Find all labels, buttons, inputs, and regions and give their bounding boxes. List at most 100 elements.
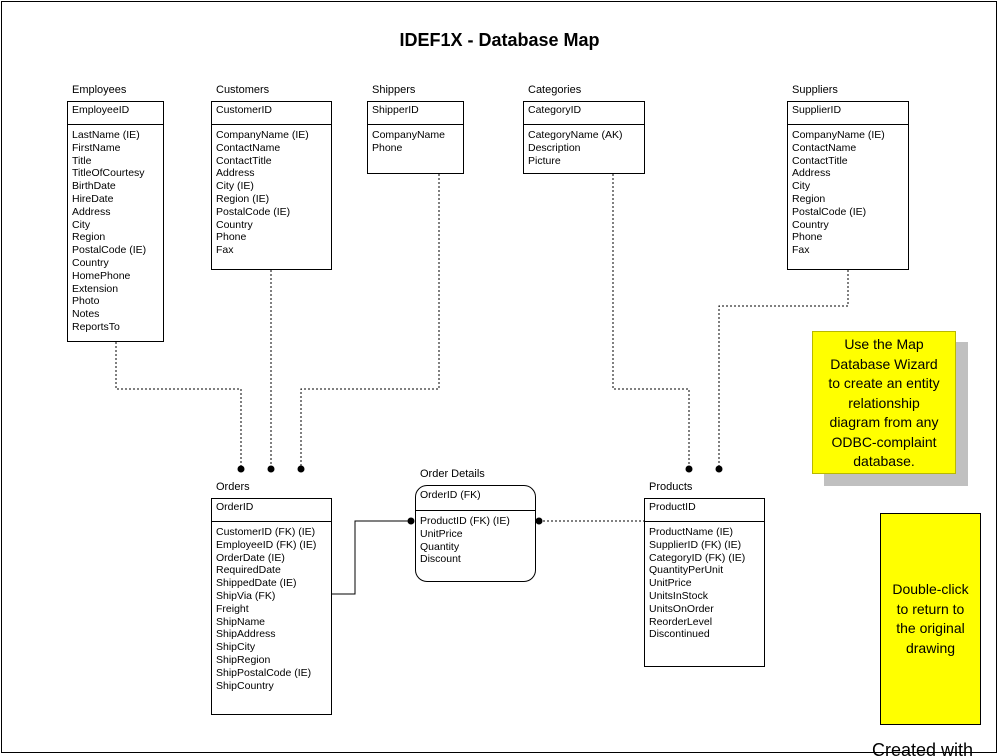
attribute: Address [216,167,255,180]
attribute-section: ProductName (IE) SupplierID (FK) (IE) Ca… [645,522,764,666]
key-attribute: ProductID [649,501,696,513]
wizard-note-line: diagram from any [829,414,939,430]
rel-end-dot-customers [267,465,275,473]
rel-end-dot-products-details [535,517,543,525]
entity-box: EmployeeID LastName (IE) FirstName Title… [67,101,164,342]
attribute: CompanyName [372,129,445,141]
wizard-note-line: Database Wizard [830,355,938,372]
attribute-section: ProductID (FK) (IE) UnitPrice Quantity D… [416,511,535,581]
attribute: ShipAddress [216,628,276,641]
attribute: CategoryID (FK) (IE) [649,551,746,564]
entity-name: Suppliers [792,84,838,96]
attribute: ShippedDate (IE) [216,577,297,590]
attribute: UnitPrice [649,577,692,590]
attribute-section: CompanyName (IE) ContactName ContactTitl… [788,125,908,269]
rel-end-dot-orders-details [407,517,415,525]
entity-box: OrderID CustomerID (FK) (IE) EmployeeID … [211,498,332,715]
wizard-note-line: database. [853,453,915,469]
attribute: UnitsInStock [649,589,708,602]
attribute: ShipName [216,615,266,628]
attribute: ShipRegion [216,653,271,666]
attribute: Phone [372,141,403,154]
attribute: Phone [216,231,247,244]
attribute: TitleOfCourtesy [72,167,145,180]
attribute: Country [792,218,829,231]
entity-box: OrderID (FK) ProductID (FK) (IE) UnitPri… [415,485,536,582]
attribute: City (IE) [216,180,254,193]
attribute: ProductID (FK) (IE) [420,515,510,527]
rel-orders-orderdetails [332,520,411,595]
attribute: PostalCode (IE) [72,244,147,257]
attribute: Country [72,256,109,269]
key-section: OrderID [212,499,331,522]
diagram-title: IDEF1X - Database Map [399,30,600,50]
rel-end-dot-suppliers [715,465,723,473]
attribute: Quantity [420,540,460,553]
attribute: HireDate [72,192,114,205]
wizard-note-line: to create an entity [828,375,940,391]
rel-shippers-orders [300,174,440,469]
attribute-section: CustomerID (FK) (IE) EmployeeID (FK) (IE… [212,522,331,714]
rel-employees-orders [115,342,242,469]
entity-box: CategoryID CategoryName (AK) Description… [523,101,645,174]
return-note-line: to return to [896,600,965,617]
attribute: ContactName [792,141,857,154]
created-with-label: Created with [872,740,974,756]
attribute: Title [72,154,92,167]
entity-name: Categories [528,84,582,96]
key-section: EmployeeID [68,102,163,125]
attribute: ProductName (IE) [649,526,734,538]
attribute: ReorderLevel [649,615,713,628]
attribute: Discount [420,553,461,566]
attribute-section: CompanyName Phone [368,125,463,173]
rel-end-dot-categories [685,465,693,473]
attribute: ContactName [216,141,281,154]
entity-box: ProductID ProductName (IE) SupplierID (F… [644,498,765,667]
attribute: LastName (IE) [72,129,140,141]
attribute: Region [72,231,106,244]
rel-end-dot-shippers [297,465,305,473]
wizard-note-line: ODBC-complaint [831,433,937,450]
attribute: Description [528,141,581,154]
key-section: CategoryID [524,102,644,125]
attribute: Fax [792,244,810,257]
attribute: FirstName [72,141,121,154]
attribute: CustomerID (FK) (IE) [216,526,316,538]
entity-name: Order Details [420,468,485,480]
wizard-note-line: Use the Map [844,336,924,352]
attribute: Fax [216,244,234,257]
attribute: ContactTitle [792,154,848,167]
wizard-note-line: relationship [848,394,920,411]
attribute: Address [72,205,111,218]
return-to-drawing-button[interactable]: Double-click to return to the original d… [880,513,981,725]
attribute: RequiredDate [216,564,281,577]
attribute: ContactTitle [216,154,272,167]
key-section: ProductID [645,499,764,522]
return-note-line: the original [896,620,965,636]
key-section: CustomerID [212,102,331,125]
key-section: SupplierID [788,102,908,125]
key-attribute: CustomerID [216,104,273,116]
attribute: Extension [72,282,119,295]
attribute: SupplierID (FK) (IE) [649,538,742,551]
attribute: Phone [792,231,823,244]
attribute: ShipVia (FK) [216,589,276,602]
entity-name: Orders [216,481,250,493]
attribute: ShipCountry [216,679,274,692]
entity-name: Shippers [372,84,416,96]
attribute-section: CompanyName (IE) ContactName ContactTitl… [212,125,331,269]
key-attribute: SupplierID [792,104,842,116]
attribute: PostalCode (IE) [216,205,291,218]
attribute: City [72,218,91,231]
attribute: CategoryName (AK) [528,129,623,141]
key-attribute: CategoryID [528,104,582,116]
attribute: ShipCity [216,641,256,654]
return-note-line: drawing [905,639,956,656]
key-attribute: EmployeeID [72,104,130,116]
entity-box: CustomerID CompanyName (IE) ContactName … [211,101,332,270]
attribute-section: CategoryName (AK) Description Picture [524,125,644,173]
attribute: UnitsOnOrder [649,602,714,615]
key-section: OrderID (FK) [416,486,535,511]
attribute: Photo [72,295,100,308]
